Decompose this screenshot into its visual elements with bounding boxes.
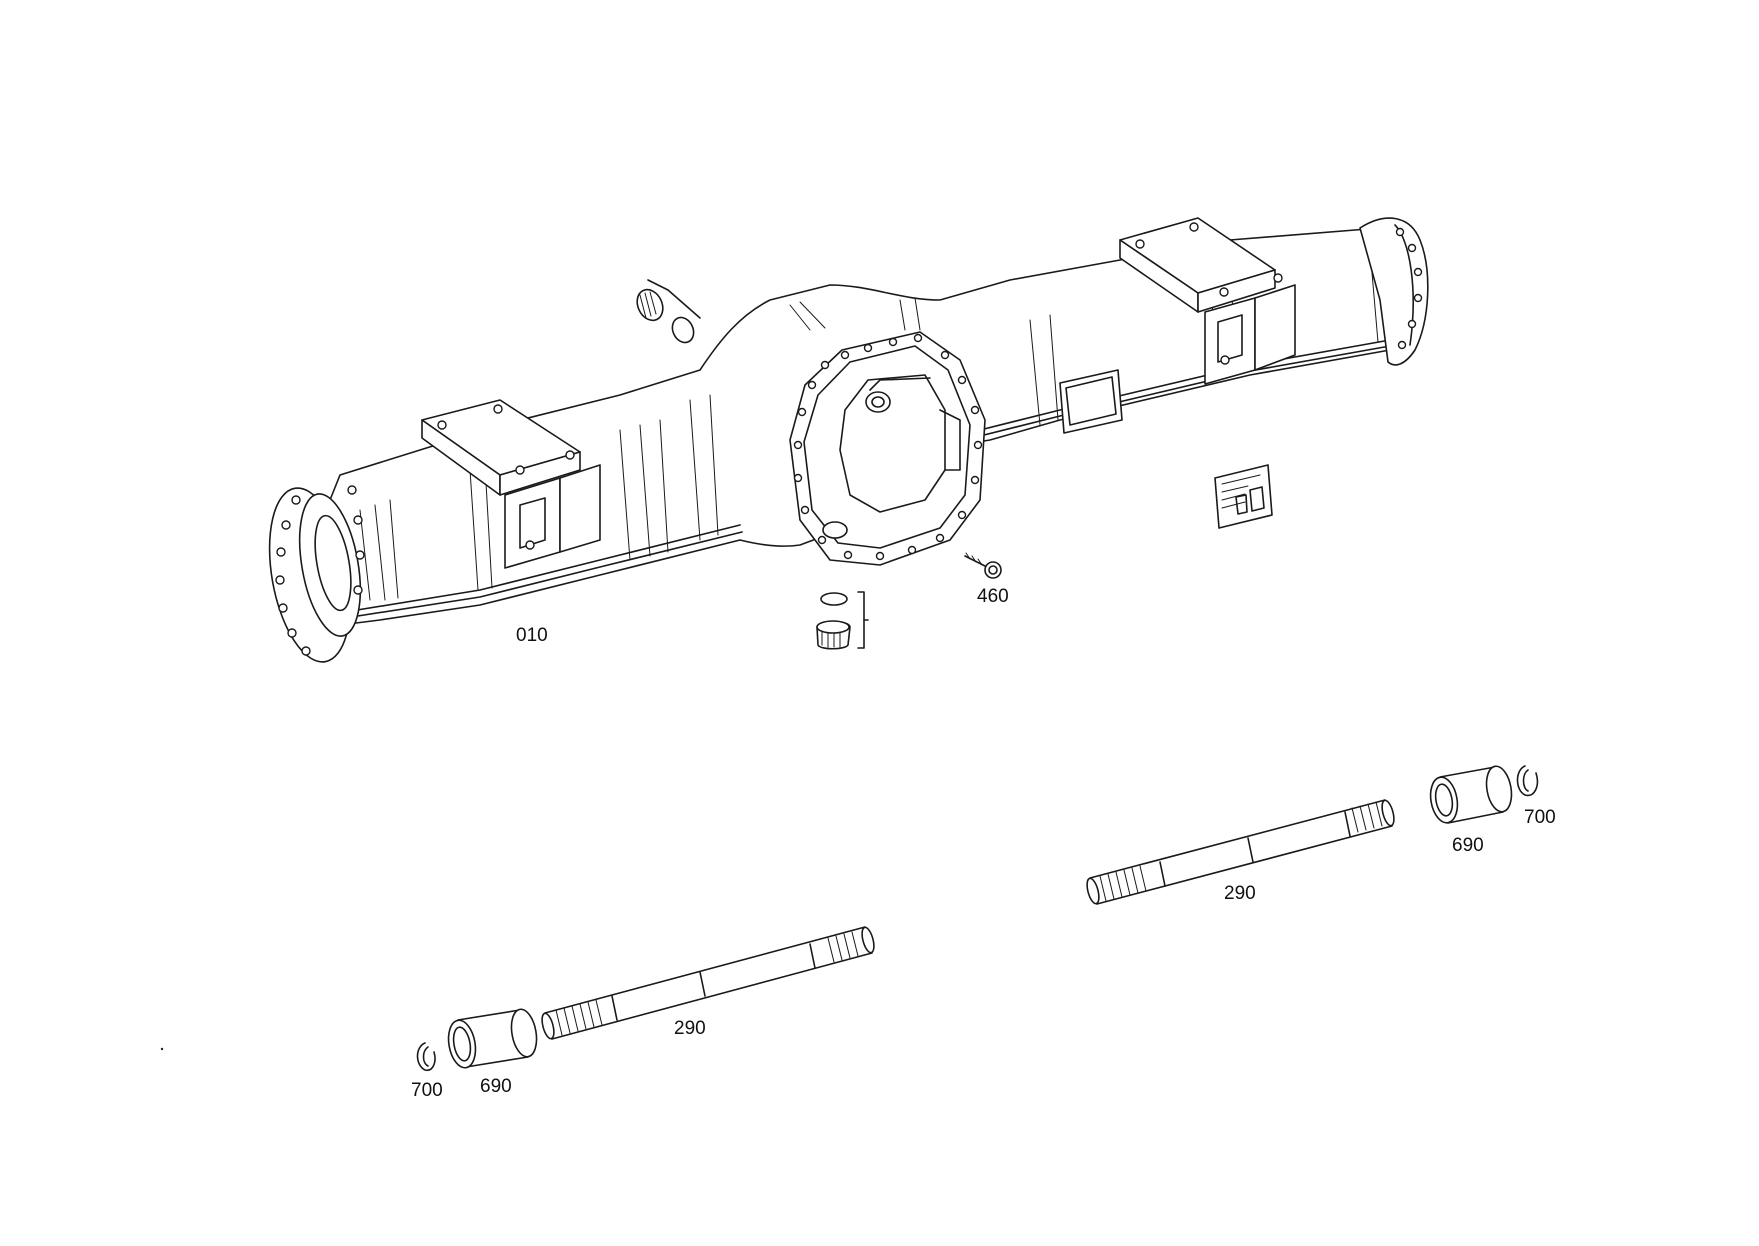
drain-plug-assembly <box>816 591 869 650</box>
right-flange <box>1359 217 1429 366</box>
left-axle-shaft <box>541 926 875 1040</box>
breather-part <box>964 552 1002 579</box>
threaded-plug-assembly <box>636 279 701 344</box>
left-circlip <box>416 1042 436 1072</box>
differential-bolt-holes <box>793 333 983 561</box>
o-ring <box>820 592 848 606</box>
right-axle-shaft <box>1086 799 1395 905</box>
differential-opening <box>789 331 986 566</box>
label-axle-housing: 010 <box>516 625 548 646</box>
nameplate-part <box>1214 464 1273 529</box>
left-mounting-pad <box>421 399 601 569</box>
right-mounting-pad <box>1119 217 1296 385</box>
left-bushing <box>447 1008 538 1069</box>
label-bushing-right: 690 <box>1452 835 1484 856</box>
label-circlip-left: 700 <box>411 1080 443 1101</box>
label-circlip-right: 700 <box>1524 807 1556 828</box>
label-bushing-left: 690 <box>480 1076 512 1097</box>
label-shaft-left: 290 <box>674 1018 706 1039</box>
label-breather: 460 <box>977 586 1009 607</box>
axle-housing <box>268 217 1429 663</box>
right-circlip <box>1516 765 1539 797</box>
left-flange-bolt-holes <box>275 485 365 656</box>
label-shaft-right: 290 <box>1224 883 1256 904</box>
right-bushing <box>1429 765 1513 824</box>
